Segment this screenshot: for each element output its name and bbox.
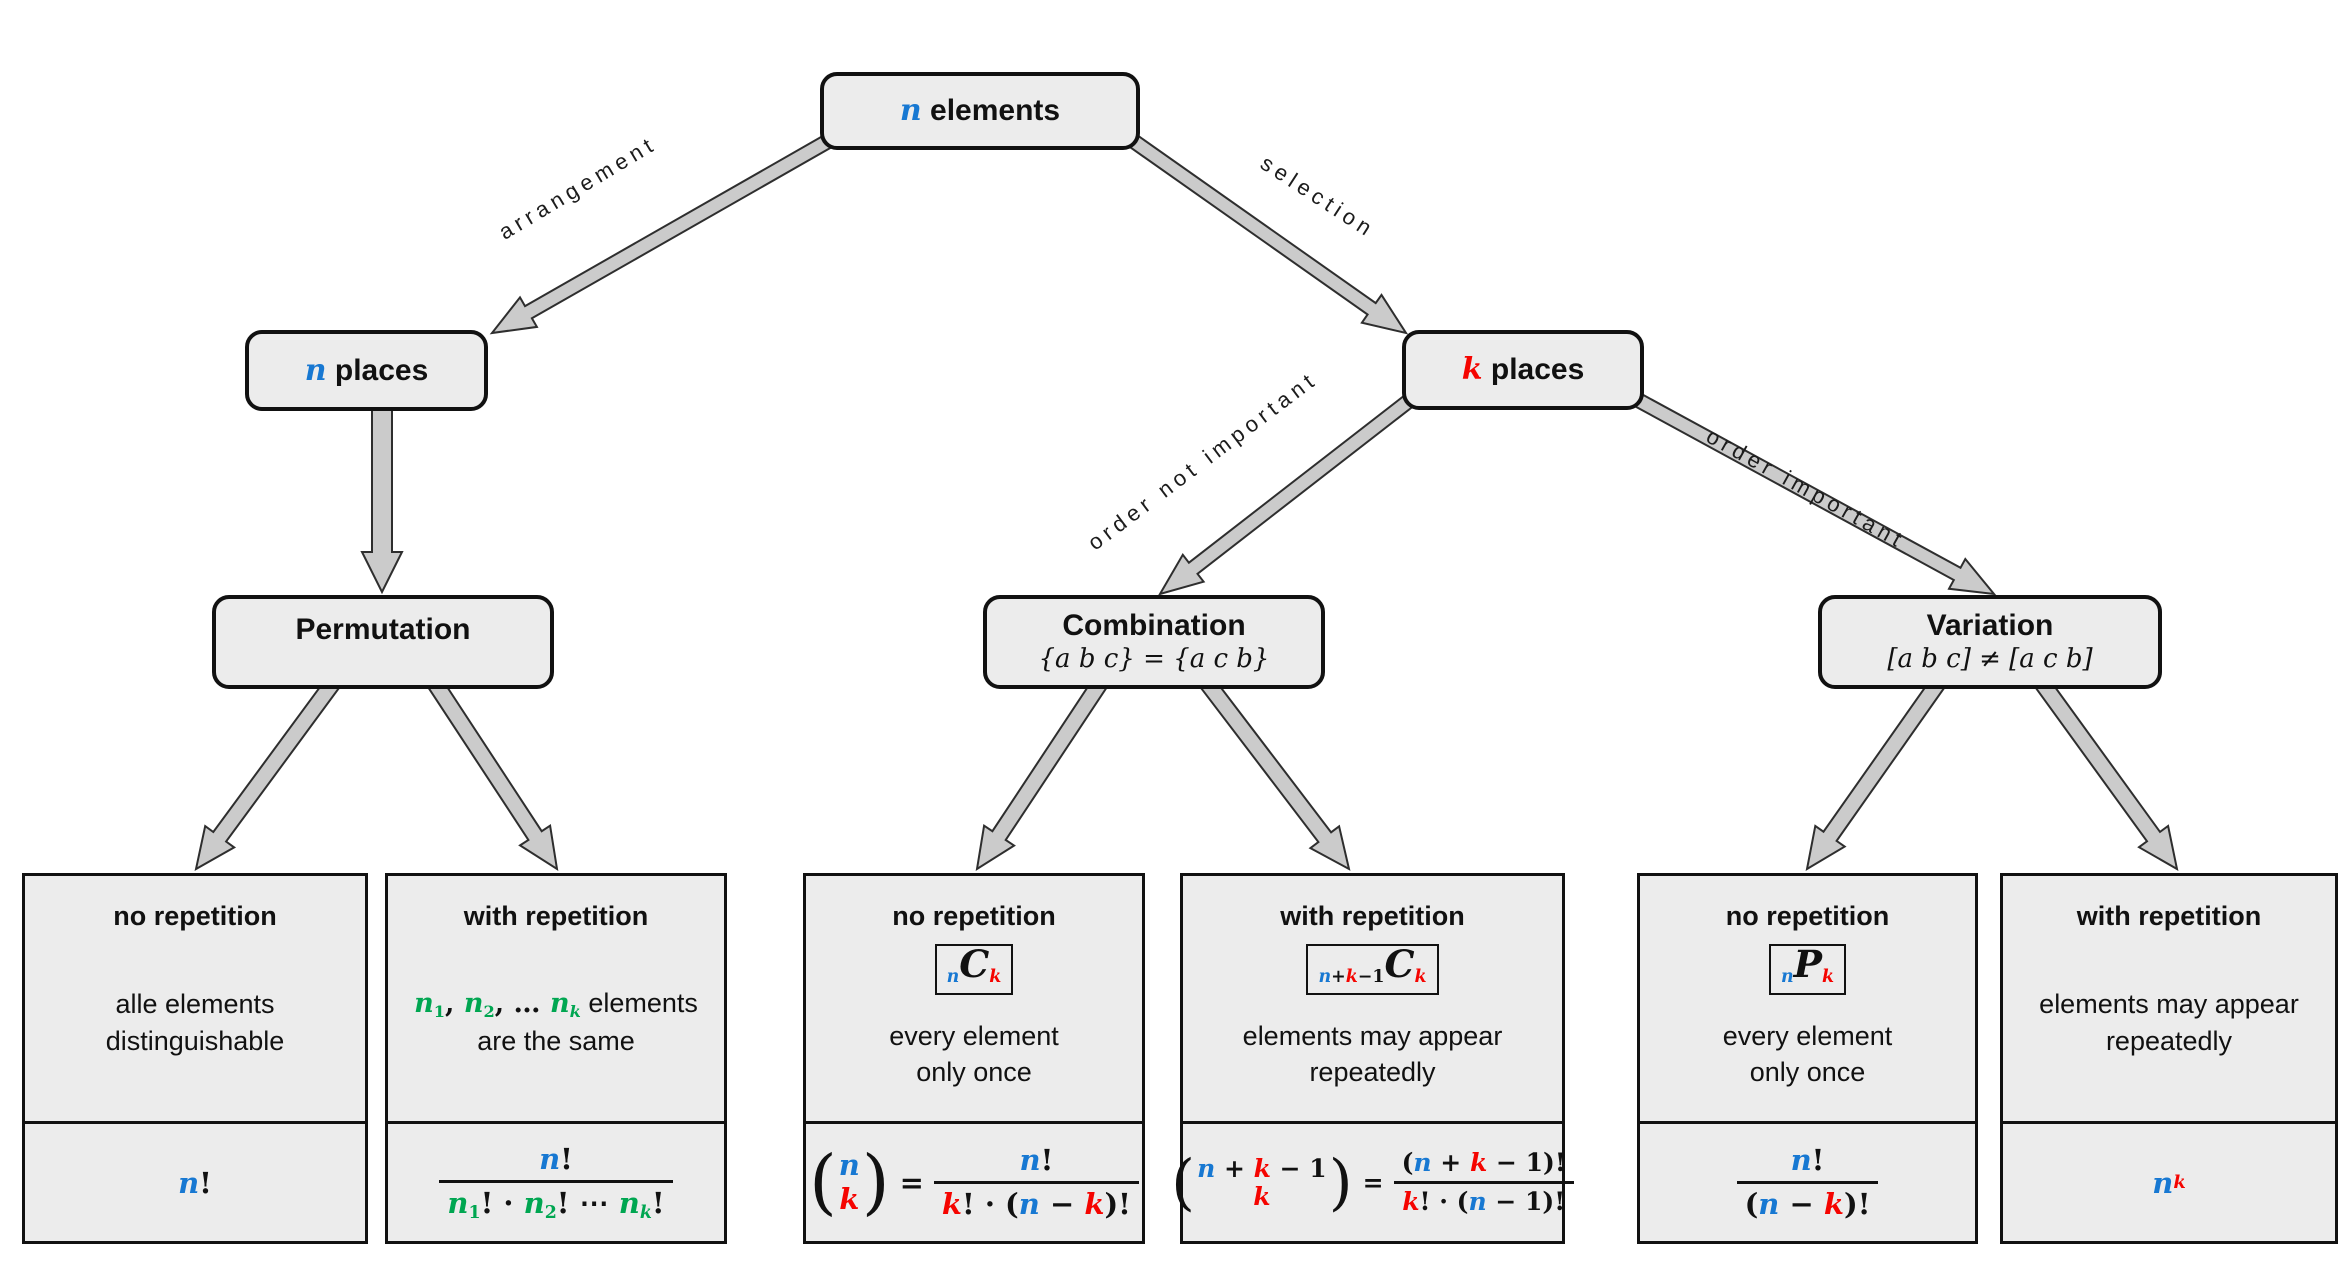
arrow-k-places-to-combination: [1157, 393, 1416, 596]
leaf-formula: ( n k ) = n! k! · (n − k)!: [806, 1121, 1142, 1241]
leaf-description: n1, n2, … nk elements are the same: [414, 988, 698, 1057]
leaf-formula: ( n + k − 1 k ) = (n + k − 1)! k! · (n −…: [1171, 1121, 1574, 1241]
node-combination-subtitle: {a b c} = {a c b}: [1038, 643, 1270, 674]
leaf-heading: with repetition: [463, 901, 649, 931]
leaf-variation-no-repetition: no repetition nPk every element only onc…: [1637, 873, 1978, 1244]
leaf-formula: n! (n − k)!: [1640, 1121, 1975, 1241]
open-paren: (: [809, 1140, 837, 1224]
notation-nCk: nCk: [934, 944, 1014, 995]
leaf-description: alle elements distinguishable: [105, 989, 285, 1056]
leaf-heading: no repetition: [892, 901, 1056, 931]
arrow-permutation-to-no-rep: [194, 673, 343, 871]
arrow-root-to-n-places: [489, 132, 835, 335]
close-paren: ): [1328, 1147, 1353, 1218]
node-k-places: k places: [1402, 330, 1644, 410]
leaf-description: elements may appear repeatedly: [2039, 989, 2299, 1056]
node-n-elements-title: n elements: [899, 93, 1061, 129]
open-paren: (: [1171, 1147, 1196, 1218]
arrow-variation-to-no-rep: [1805, 674, 1948, 871]
arrow-n-places-to-permutation: [360, 399, 404, 595]
node-permutation-title: Permutation: [295, 613, 471, 647]
leaf-heading: with repetition: [2076, 901, 2262, 931]
node-n-places-title: n places: [304, 352, 429, 388]
leaf-formula: n!: [25, 1121, 365, 1241]
notation-nPk: nPk: [1768, 944, 1847, 995]
node-combination: Combination {a b c} = {a c b}: [983, 595, 1325, 689]
node-permutation: Permutation: [212, 595, 554, 689]
leaf-description: every element only once: [1722, 1020, 1893, 1087]
arrow-permutation-to-with-rep: [424, 674, 559, 872]
leaf-heading: no repetition: [1725, 901, 1890, 931]
leaf-description: elements may appear repeatedly: [1242, 1020, 1503, 1087]
arrow-combination-to-with-rep: [1197, 673, 1351, 871]
node-variation-title: Variation: [1926, 608, 2054, 642]
node-n-places: n places: [245, 330, 488, 411]
node-combination-title: Combination: [1062, 608, 1246, 642]
node-k-places-title: k places: [1461, 352, 1585, 388]
leaf-permutation-with-repetition: with repetition n1, n2, … nk elements ar…: [385, 873, 727, 1244]
arrow-root-to-k-places: [1126, 132, 1409, 335]
leaf-permutation-no-repetition: no repetition alle elements distinguisha…: [22, 873, 368, 1244]
leaf-heading: with repetition: [1280, 901, 1465, 931]
leaf-combination-with-repetition: with repetition n+k−1Ck elements may app…: [1171, 873, 1574, 1244]
leaf-variation-with-repetition: with repetition elements may appear repe…: [2000, 873, 2338, 1244]
arrow-combination-to-no-rep: [975, 674, 1111, 872]
node-variation-subtitle: [a b c] ≠ [a c b]: [1887, 643, 2093, 674]
arrow-k-places-to-variation: [1633, 392, 1997, 596]
node-variation: Variation [a b c] ≠ [a c b]: [1818, 595, 2162, 689]
leaf-combination-no-repetition: no repetition nCk every element only onc…: [803, 873, 1145, 1244]
close-paren: ): [861, 1140, 890, 1224]
notation-n-plus-k-minus-1-Ck: n+k−1Ck: [1306, 944, 1439, 995]
leaf-description: every element only once: [889, 1020, 1059, 1087]
arrow-variation-to-with-rep: [2032, 673, 2179, 871]
leaf-formula: n! n1! · n2! ⋯ nk!: [388, 1121, 724, 1241]
node-n-elements: n elements: [820, 72, 1140, 150]
leaf-heading: no repetition: [113, 901, 277, 931]
